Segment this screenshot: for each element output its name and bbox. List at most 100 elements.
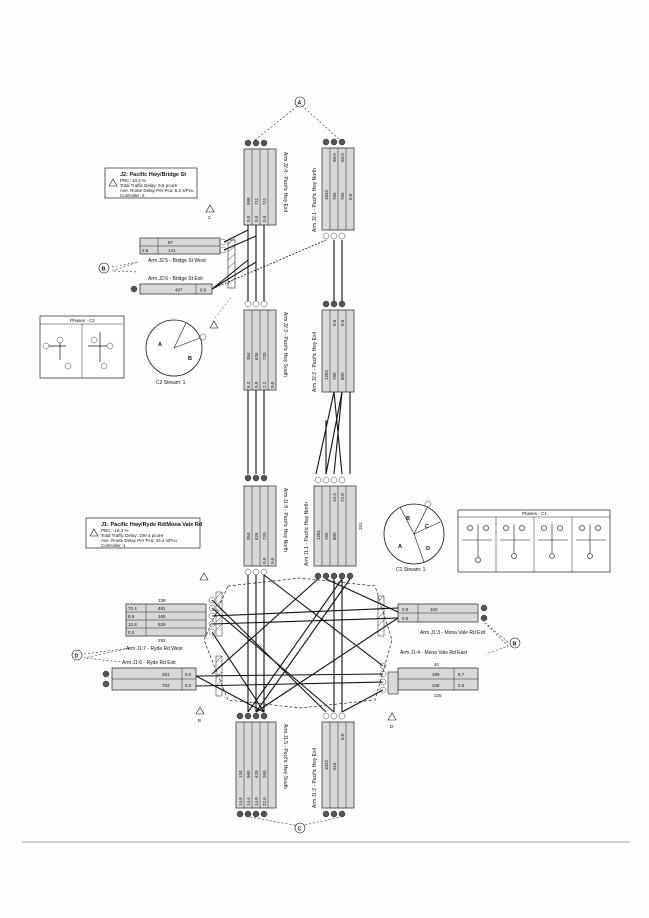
value: 0.0 — [270, 557, 275, 564]
value: 14.4 — [246, 797, 251, 806]
marker-label: C — [298, 827, 302, 833]
value: 0.0 — [262, 215, 267, 222]
value: 12.8 — [128, 622, 137, 627]
value: 1022 — [324, 759, 329, 770]
stage-label: C — [425, 524, 429, 530]
value: 1842 — [324, 189, 329, 200]
phases-title: Phases - C1 — [522, 511, 547, 516]
value: 1282 — [324, 369, 329, 380]
value: 8.7 — [458, 672, 465, 677]
value: 0.0 — [332, 319, 337, 326]
value: 0.0 — [402, 607, 409, 612]
value: 354 — [246, 532, 251, 540]
value: 0.0 — [185, 683, 192, 688]
value: 0.0 — [270, 381, 275, 388]
value: 720 — [262, 352, 267, 360]
stream-label: C2 Stream: 1 — [156, 380, 186, 386]
value: 529 — [158, 622, 166, 627]
marker-label: C — [208, 215, 212, 220]
marker-label: D — [390, 724, 394, 729]
phases-title: Phases - C2 — [70, 318, 95, 323]
value: 626 — [254, 532, 259, 540]
info-title: J1: Pacific Hwy/Ryde Rd/Mona Vale Rd — [101, 522, 202, 528]
arm-j2-1-box: 1842 765 765 0.0 98.0 56.0 — [321, 147, 355, 231]
arm-j1-4-box: 199 348 8.7 0.0 — [387, 667, 479, 695]
arm-label: Arm J1:6 - Ryde Rd Exit — [122, 660, 176, 666]
value: 251 — [162, 672, 170, 677]
value: 800 — [340, 372, 345, 380]
value: 0.0 — [185, 672, 192, 677]
value: 19.3 — [332, 493, 337, 502]
arm-j1-7-box: 72.4 8.5 12.8 0.3 481 165 529 — [125, 603, 207, 637]
link-lines-j1 — [195, 574, 399, 713]
info-line: Total Traffic Delay: 109.4 pcuHr — [101, 533, 164, 538]
stage-label: A — [158, 342, 162, 348]
arm-label: Arm J2:2 - Pacific Hwy Exit — [312, 331, 318, 392]
value: 765 — [332, 192, 337, 200]
stage-label: B — [188, 356, 192, 362]
arm-label: Arm J2:6 - Bridge St Exit — [148, 276, 203, 282]
value: 348 — [432, 683, 440, 688]
value: 14.0 — [254, 797, 259, 806]
value: 516 — [332, 762, 337, 770]
stream-label: C1 Stream: 1 — [396, 567, 426, 573]
value: 8.5 — [128, 614, 135, 619]
value: 800 — [332, 532, 337, 540]
value: 0.0 — [340, 733, 345, 740]
arm-label: Arm J1:7 - Ryde Rd West — [126, 646, 183, 652]
marker-circle — [294, 96, 306, 108]
value: 0.0 — [200, 288, 207, 293]
arm-j2-4-box: 990 711 711 0.0 0.0 0.0 — [243, 148, 277, 226]
stream-c1-diagram: A B C D — [383, 500, 445, 565]
value: 199 — [432, 672, 440, 677]
j1-info-box: J1: Pacific Hwy/Ryde Rd/Mona Vale Rd PRC… — [85, 517, 202, 549]
value: 87 — [168, 240, 174, 245]
arm-label: Arm J2:1 - Pacific Hwy North — [312, 168, 318, 232]
j2-info-box: J2: Pacific Hwy/Bridge St PRC: 10.2 % To… — [104, 167, 198, 199]
value: 711 — [254, 197, 259, 205]
value: 225 — [434, 693, 442, 698]
arm-j1-8-box: 354 626 720 0.0 0.0 — [243, 485, 277, 567]
pedestrian-crossing — [227, 237, 236, 289]
info-line: Ave. Route Delay Per Pcu: 6.2 s/Pcu — [120, 188, 194, 193]
value: 2.8 — [142, 248, 149, 253]
marker-label: B — [513, 642, 517, 648]
info-line: Total Traffic Delay: 9.6 pcuHr — [120, 183, 178, 188]
value: 338 — [158, 598, 166, 603]
marker-circle — [294, 822, 306, 834]
info-line: PRC: -18.3 % — [101, 528, 129, 533]
value: 165 — [158, 614, 166, 619]
value: 765 — [324, 532, 329, 540]
arm-label: Arm J1:1 - Pacific Hwy North — [304, 502, 310, 566]
value: 260 — [262, 770, 267, 778]
value: 703 — [162, 683, 170, 688]
value: 780 — [332, 372, 337, 380]
marker-label: D — [75, 654, 79, 660]
arm-label: Arm J1:5 - Pacific Hwy South — [282, 724, 288, 789]
arm-j1-6-box: 251 703 0.0 0.0 — [111, 667, 197, 691]
stage-label: A — [398, 544, 402, 550]
marker-label: B — [102, 267, 106, 273]
value: 0.0 — [246, 215, 251, 222]
value: 72.4 — [128, 606, 137, 611]
info-line: PRC: 10.2 % — [120, 178, 146, 183]
arm-label: Arm J2:4 - Pacific Hwy Exit — [282, 152, 288, 213]
value: 5.3 — [246, 381, 251, 388]
stream-c2-diagram: A B — [145, 319, 207, 377]
value: 720 — [262, 532, 267, 540]
arm-label: Arm J2:5 - Bridge St West — [148, 258, 206, 264]
value: 990 — [246, 197, 251, 205]
value: 2.2 — [262, 381, 267, 388]
value: 0.0 — [402, 616, 409, 621]
info-title: J2: Pacific Hwy/Bridge St — [120, 172, 186, 178]
value: 765 — [340, 192, 345, 200]
info-line: Ave. Route Delay Per Pcu: 24.4 s/Pcu — [101, 538, 177, 543]
value: 0.0 — [254, 381, 259, 388]
value: 22.6 — [262, 797, 267, 806]
arm-label: Arm J2:3 - Pacific Hwy South — [282, 312, 288, 377]
value: 420 — [254, 770, 259, 778]
value: 1281 — [316, 529, 321, 540]
value: 0.0 — [340, 319, 345, 326]
value: 0.0 — [262, 557, 267, 564]
